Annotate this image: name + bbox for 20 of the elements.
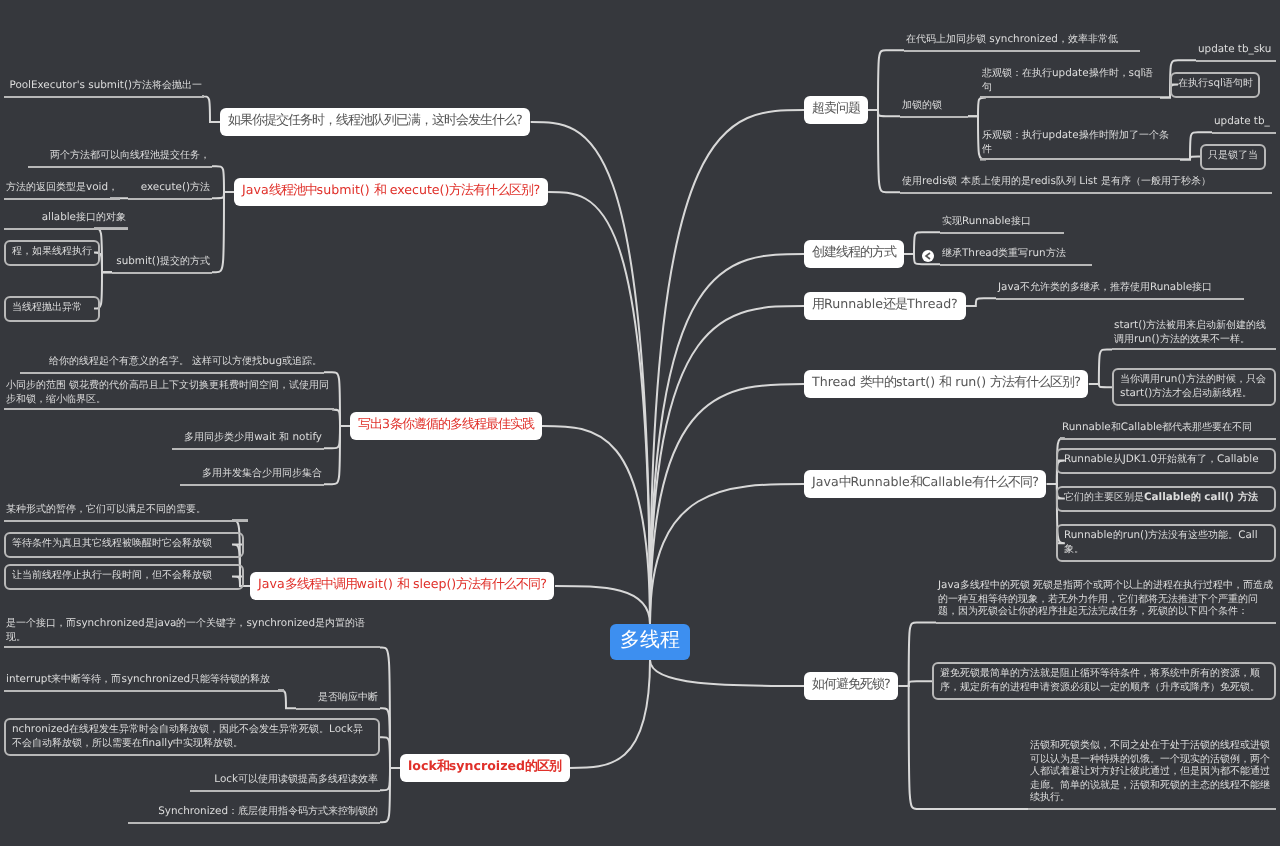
connector-line — [93, 271, 113, 310]
connector-line — [109, 197, 129, 200]
connector-line — [568, 659, 651, 769]
connector-line — [649, 483, 805, 625]
connector-line — [201, 95, 221, 123]
connector-line — [867, 109, 901, 194]
connector-line — [277, 689, 297, 710]
connector-line — [649, 659, 805, 687]
connector-line — [1159, 83, 1179, 99]
connector-line — [964, 297, 997, 307]
connector-line — [967, 115, 987, 161]
connector-line — [379, 767, 401, 824]
center-topic-box: 多线程 — [610, 624, 690, 660]
connector-line — [903, 253, 941, 266]
connector-line — [1087, 383, 1113, 389]
connector-line — [323, 425, 351, 486]
connector-line — [897, 685, 1029, 810]
connector-line — [1179, 155, 1201, 161]
connector-line — [1045, 483, 1066, 545]
connector-line — [231, 575, 251, 587]
